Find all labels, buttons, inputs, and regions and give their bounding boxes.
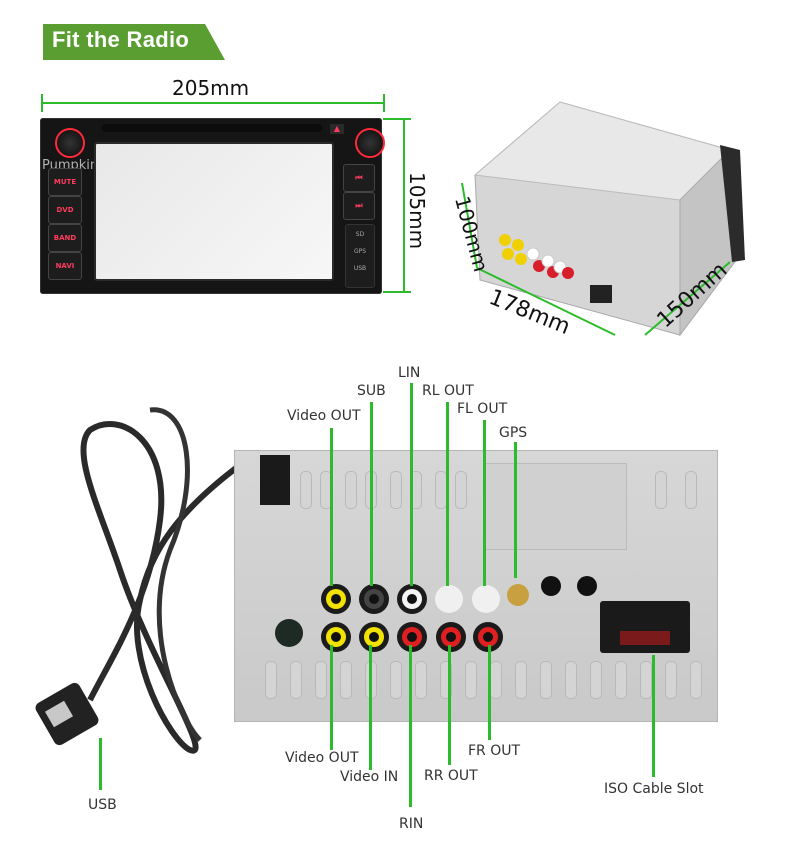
radio-back-panel (234, 450, 718, 722)
iso-cable-slot (600, 601, 690, 653)
gps-icon: GPS (353, 248, 367, 255)
pointer-line (448, 645, 451, 765)
hole (541, 576, 561, 596)
vent-slot (565, 661, 577, 699)
pointer-line (370, 402, 373, 586)
rca-plugs (499, 234, 574, 279)
vent-slot (655, 471, 667, 509)
pointer-line (409, 645, 412, 807)
banner-title: Fit the Radio (52, 27, 190, 52)
label-video-in: Video IN (340, 769, 399, 785)
vent-slot (640, 661, 652, 699)
touch-screen[interactable] (94, 142, 334, 281)
banner-shape (43, 24, 225, 60)
rin-jack (397, 622, 427, 652)
gps-antenna-port (507, 584, 529, 606)
label-rr-out: RR OUT (424, 768, 478, 784)
vent-slot (490, 661, 502, 699)
vent-slot (665, 661, 677, 699)
vent-slot (290, 661, 302, 699)
disc-slot (102, 124, 322, 132)
rl-out-cap (435, 585, 463, 613)
vent-slot (340, 661, 352, 699)
label-gps: GPS (499, 425, 528, 441)
usb-cable (35, 407, 242, 754)
vent-slot (515, 661, 527, 699)
sub-jack (359, 584, 389, 614)
previous-track-button[interactable]: ⏮ (343, 164, 375, 192)
vent-slot (315, 661, 327, 699)
vent-slot (685, 471, 697, 509)
label-fr-out: FR OUT (468, 743, 521, 759)
volume-knob[interactable] (55, 128, 85, 158)
video-out-2-jack (321, 622, 351, 652)
lin-jack (397, 584, 427, 614)
band-button[interactable]: BAND (48, 224, 82, 252)
pointer-line (446, 402, 449, 586)
label-video-out-top: Video OUT (287, 408, 361, 424)
radio-antenna-port (275, 619, 303, 647)
pointer-line (369, 645, 372, 770)
video-out-jack (321, 584, 351, 614)
vent-slot (345, 471, 357, 509)
pointer-line (488, 645, 491, 740)
cable-clip (260, 455, 290, 505)
usb-icon: USB (353, 265, 367, 272)
hole (577, 576, 597, 596)
pointer-line (514, 442, 517, 578)
usb-label: USB (88, 797, 117, 813)
tune-knob[interactable] (355, 128, 385, 158)
pointer-line (330, 645, 333, 750)
vent-slot (690, 661, 702, 699)
label-sub: SUB (357, 383, 386, 399)
fr-out-jack (473, 622, 503, 652)
pointer-line (483, 420, 486, 586)
label-lin: LIN (398, 365, 421, 381)
vent-slot (390, 471, 402, 509)
pointer-line (330, 428, 333, 586)
next-track-button[interactable]: ⏭ (343, 192, 375, 220)
vent-slot (615, 661, 627, 699)
dimension-tick (383, 291, 411, 293)
dimension-tick (383, 118, 411, 120)
pointer-line (652, 655, 655, 777)
label-plate (485, 463, 627, 550)
vent-slot (540, 661, 552, 699)
pointer-line (410, 383, 413, 586)
front-width-label: 205mm (172, 76, 250, 100)
label-rl-out: RL OUT (422, 383, 474, 399)
width-dimension-line (41, 102, 384, 104)
dimension-tick (383, 94, 385, 112)
sd-card-icon: SD (355, 231, 365, 238)
section-banner: Fit the Radio (43, 24, 225, 60)
fl-out-cap (472, 585, 500, 613)
video-in-jack (359, 622, 389, 652)
vent-slot (390, 661, 402, 699)
vent-slot (265, 661, 277, 699)
label-fl-out: FL OUT (457, 401, 508, 417)
vent-slot (590, 661, 602, 699)
eject-icon[interactable]: ▲ (330, 124, 344, 134)
navi-button[interactable]: NAVI (48, 252, 82, 280)
dvd-button[interactable]: DVD (48, 196, 82, 224)
front-height-label: 105mm (405, 172, 429, 250)
vent-slot (415, 661, 427, 699)
rr-out-jack (436, 622, 466, 652)
usb-pointer-line (99, 738, 102, 790)
label-rin: RIN (399, 816, 424, 832)
height-dimension-line (403, 118, 405, 292)
radio-side-view (461, 101, 745, 337)
mute-button[interactable]: MUTE (48, 168, 82, 196)
dimension-tick (41, 94, 43, 112)
vent-slot (300, 471, 312, 509)
port-cover: SD GPS USB (345, 224, 375, 288)
radio-front-panel: ▲ Pumpkin MUTE DVD BAND NAVI ⏮ ⏭ SD GPS … (40, 118, 385, 294)
label-iso-cable-slot: ISO Cable Slot (604, 781, 704, 797)
vent-slot (455, 471, 467, 509)
label-video-out-bottom: Video OUT (285, 750, 359, 766)
vent-slot (465, 661, 477, 699)
